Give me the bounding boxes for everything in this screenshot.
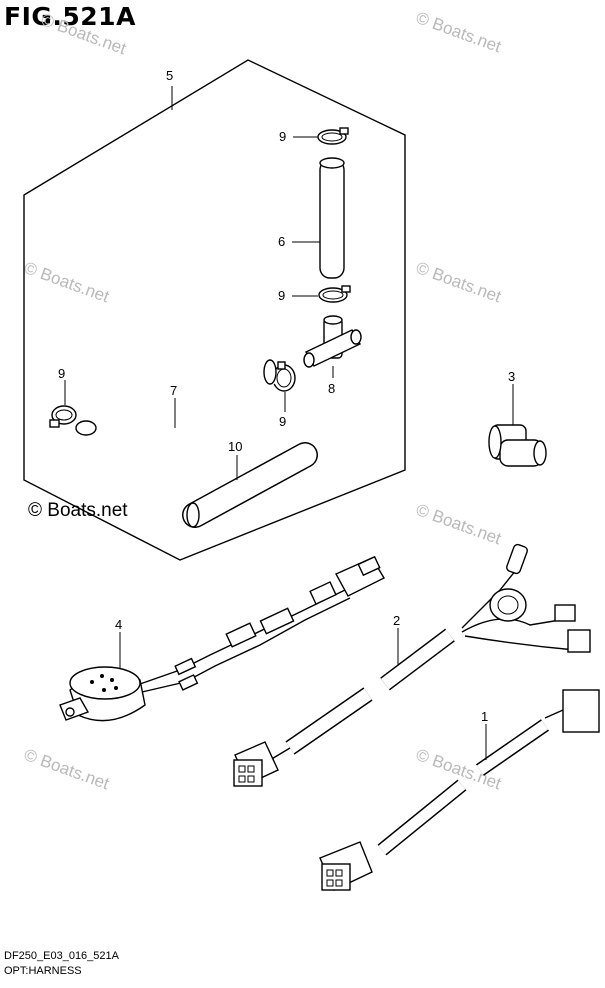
callout-4: 4	[115, 617, 123, 632]
straight-hose-part-6[interactable]	[319, 157, 345, 279]
callout-2: 2	[393, 613, 401, 628]
plug-part-3[interactable]	[488, 424, 547, 467]
callout-10: 10	[228, 439, 243, 454]
callout-7: 7	[170, 383, 178, 398]
main-harness-part-2[interactable]	[233, 543, 591, 787]
callout-9-middle: 9	[278, 288, 286, 303]
callout-1: 1	[481, 709, 489, 724]
group-name: OPT:HARNESS	[4, 965, 82, 977]
model-code: DF250_E03_016_521A	[4, 950, 119, 962]
kit-outline	[23, 59, 406, 561]
extension-harness-part-1[interactable]	[319, 689, 600, 891]
hose-clamp-part-9-right[interactable]	[272, 361, 296, 392]
sensor-harness-part-4[interactable]	[59, 555, 385, 722]
t-joint-part-8[interactable]	[303, 315, 362, 368]
hose-clamp-part-9-middle[interactable]	[318, 285, 351, 303]
callout-9-left: 9	[58, 366, 66, 381]
hose-clamp-part-9-top[interactable]	[317, 127, 349, 145]
hose-clamp-part-9-left[interactable]	[49, 405, 77, 428]
callout-9-top: 9	[279, 129, 287, 144]
callout-9-right: 9	[279, 414, 287, 429]
watermark-prominent: © Boats.net	[28, 500, 128, 521]
bent-hose-part-7[interactable]	[75, 359, 277, 465]
figure-title: FIG.521A	[4, 2, 136, 31]
callout-3: 3	[508, 369, 516, 384]
callout-6: 6	[278, 234, 286, 249]
callout-8: 8	[328, 381, 336, 396]
callout-5: 5	[166, 68, 174, 83]
hose-part-10[interactable]	[182, 442, 318, 528]
